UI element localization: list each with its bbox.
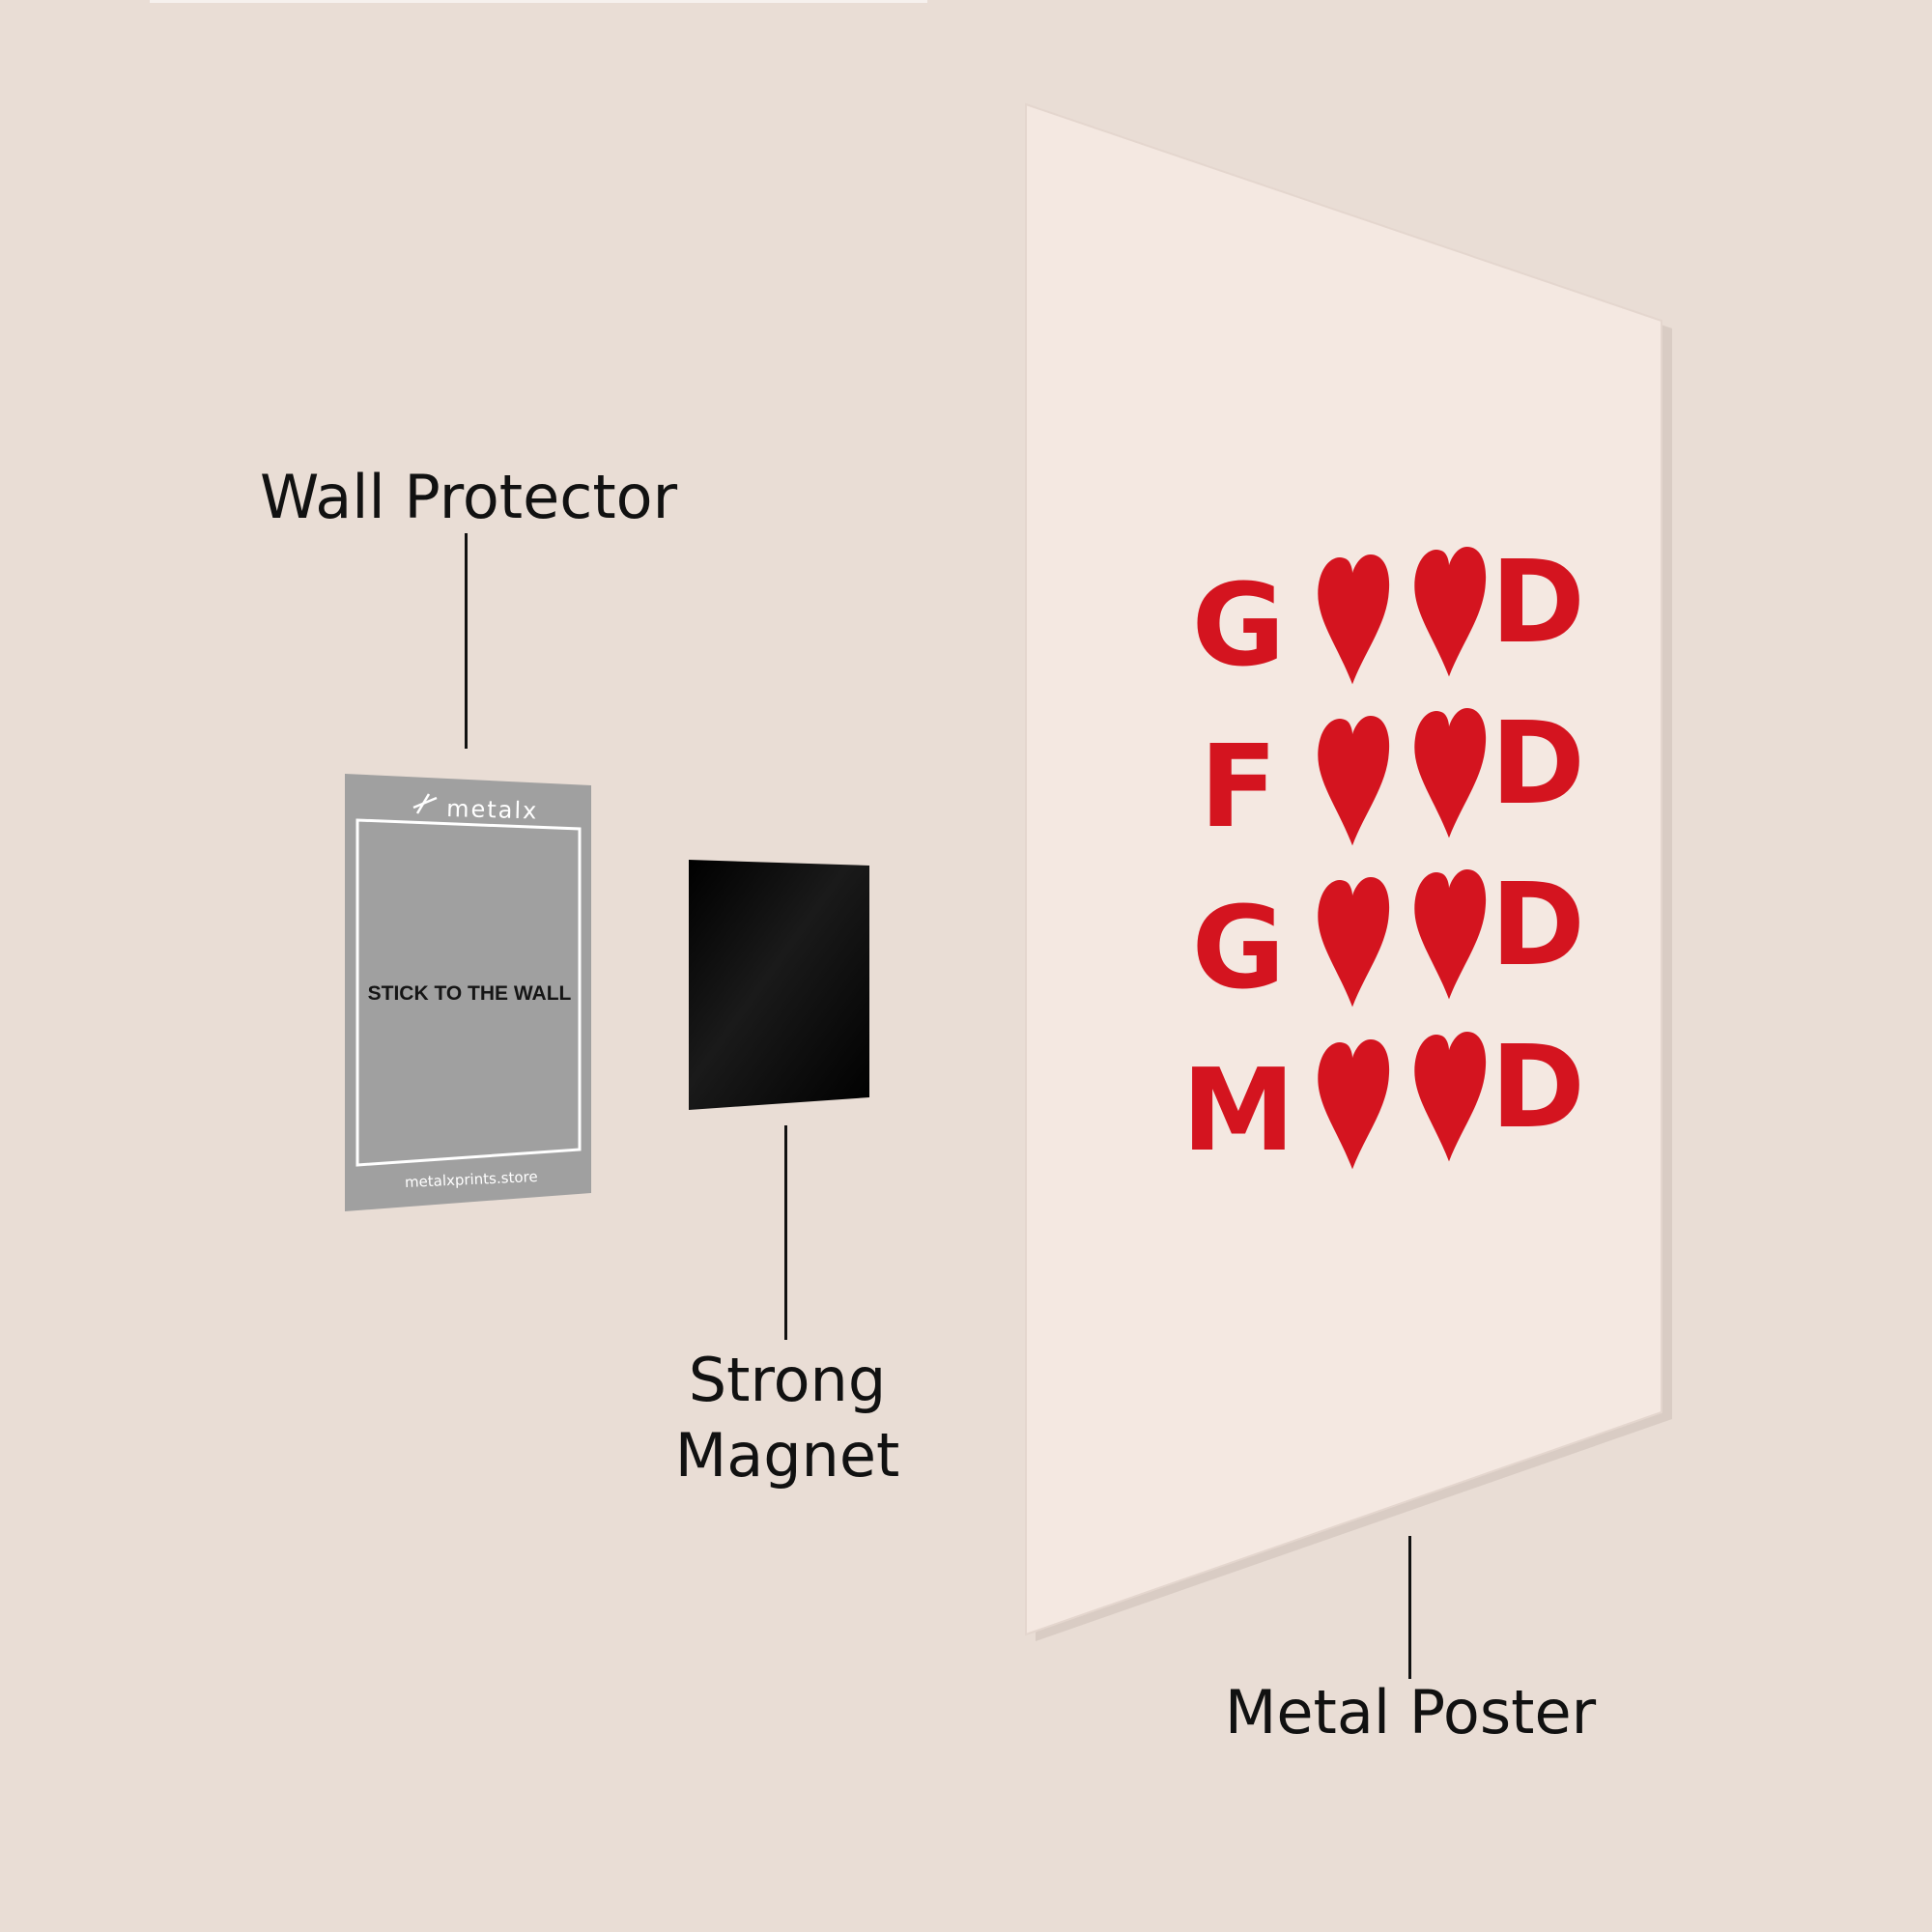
protector-website: metalxprints.store [405, 1168, 538, 1191]
poster-letter-d: D [1491, 858, 1585, 991]
poster-letter-d: D [1491, 696, 1585, 830]
poster-artwork: G D F D G D M D [1181, 535, 1585, 1177]
protector-instruction: STICK TO THE WALL [368, 982, 572, 1005]
protector-brand: metalx [446, 795, 539, 824]
metal-poster: G D F D G D M D [1025, 102, 1672, 1641]
label-wall-protector: Wall Protector [259, 462, 678, 532]
poster-letter-m: M [1181, 1043, 1294, 1177]
leader-strong-magnet [784, 1125, 787, 1340]
protector-inner-frame [355, 818, 582, 1167]
strong-magnet [689, 860, 869, 1110]
poster-surface [1025, 102, 1662, 1636]
poster-letter-g: G [1192, 881, 1286, 1014]
metalx-logo-icon [412, 793, 438, 814]
label-metal-poster: Metal Poster [1224, 1677, 1597, 1747]
poster-letter-f: F [1200, 720, 1278, 853]
protector-body [345, 774, 591, 1211]
poster-letter-d: D [1491, 1020, 1585, 1153]
label-strong-magnet-line2: Magnet [674, 1420, 900, 1491]
leader-metal-poster [1408, 1536, 1411, 1679]
label-strong-magnet: Strong Magnet [638, 1343, 937, 1493]
wall-protector-card: metalx STICK TO THE WALL metalxprints.st… [345, 774, 591, 1211]
poster-letter-g: G [1192, 558, 1286, 692]
leader-wall-protector [465, 533, 468, 749]
poster-letter-d: D [1491, 535, 1585, 668]
top-edge-strip [150, 0, 927, 3]
label-strong-magnet-line1: Strong [688, 1345, 887, 1415]
